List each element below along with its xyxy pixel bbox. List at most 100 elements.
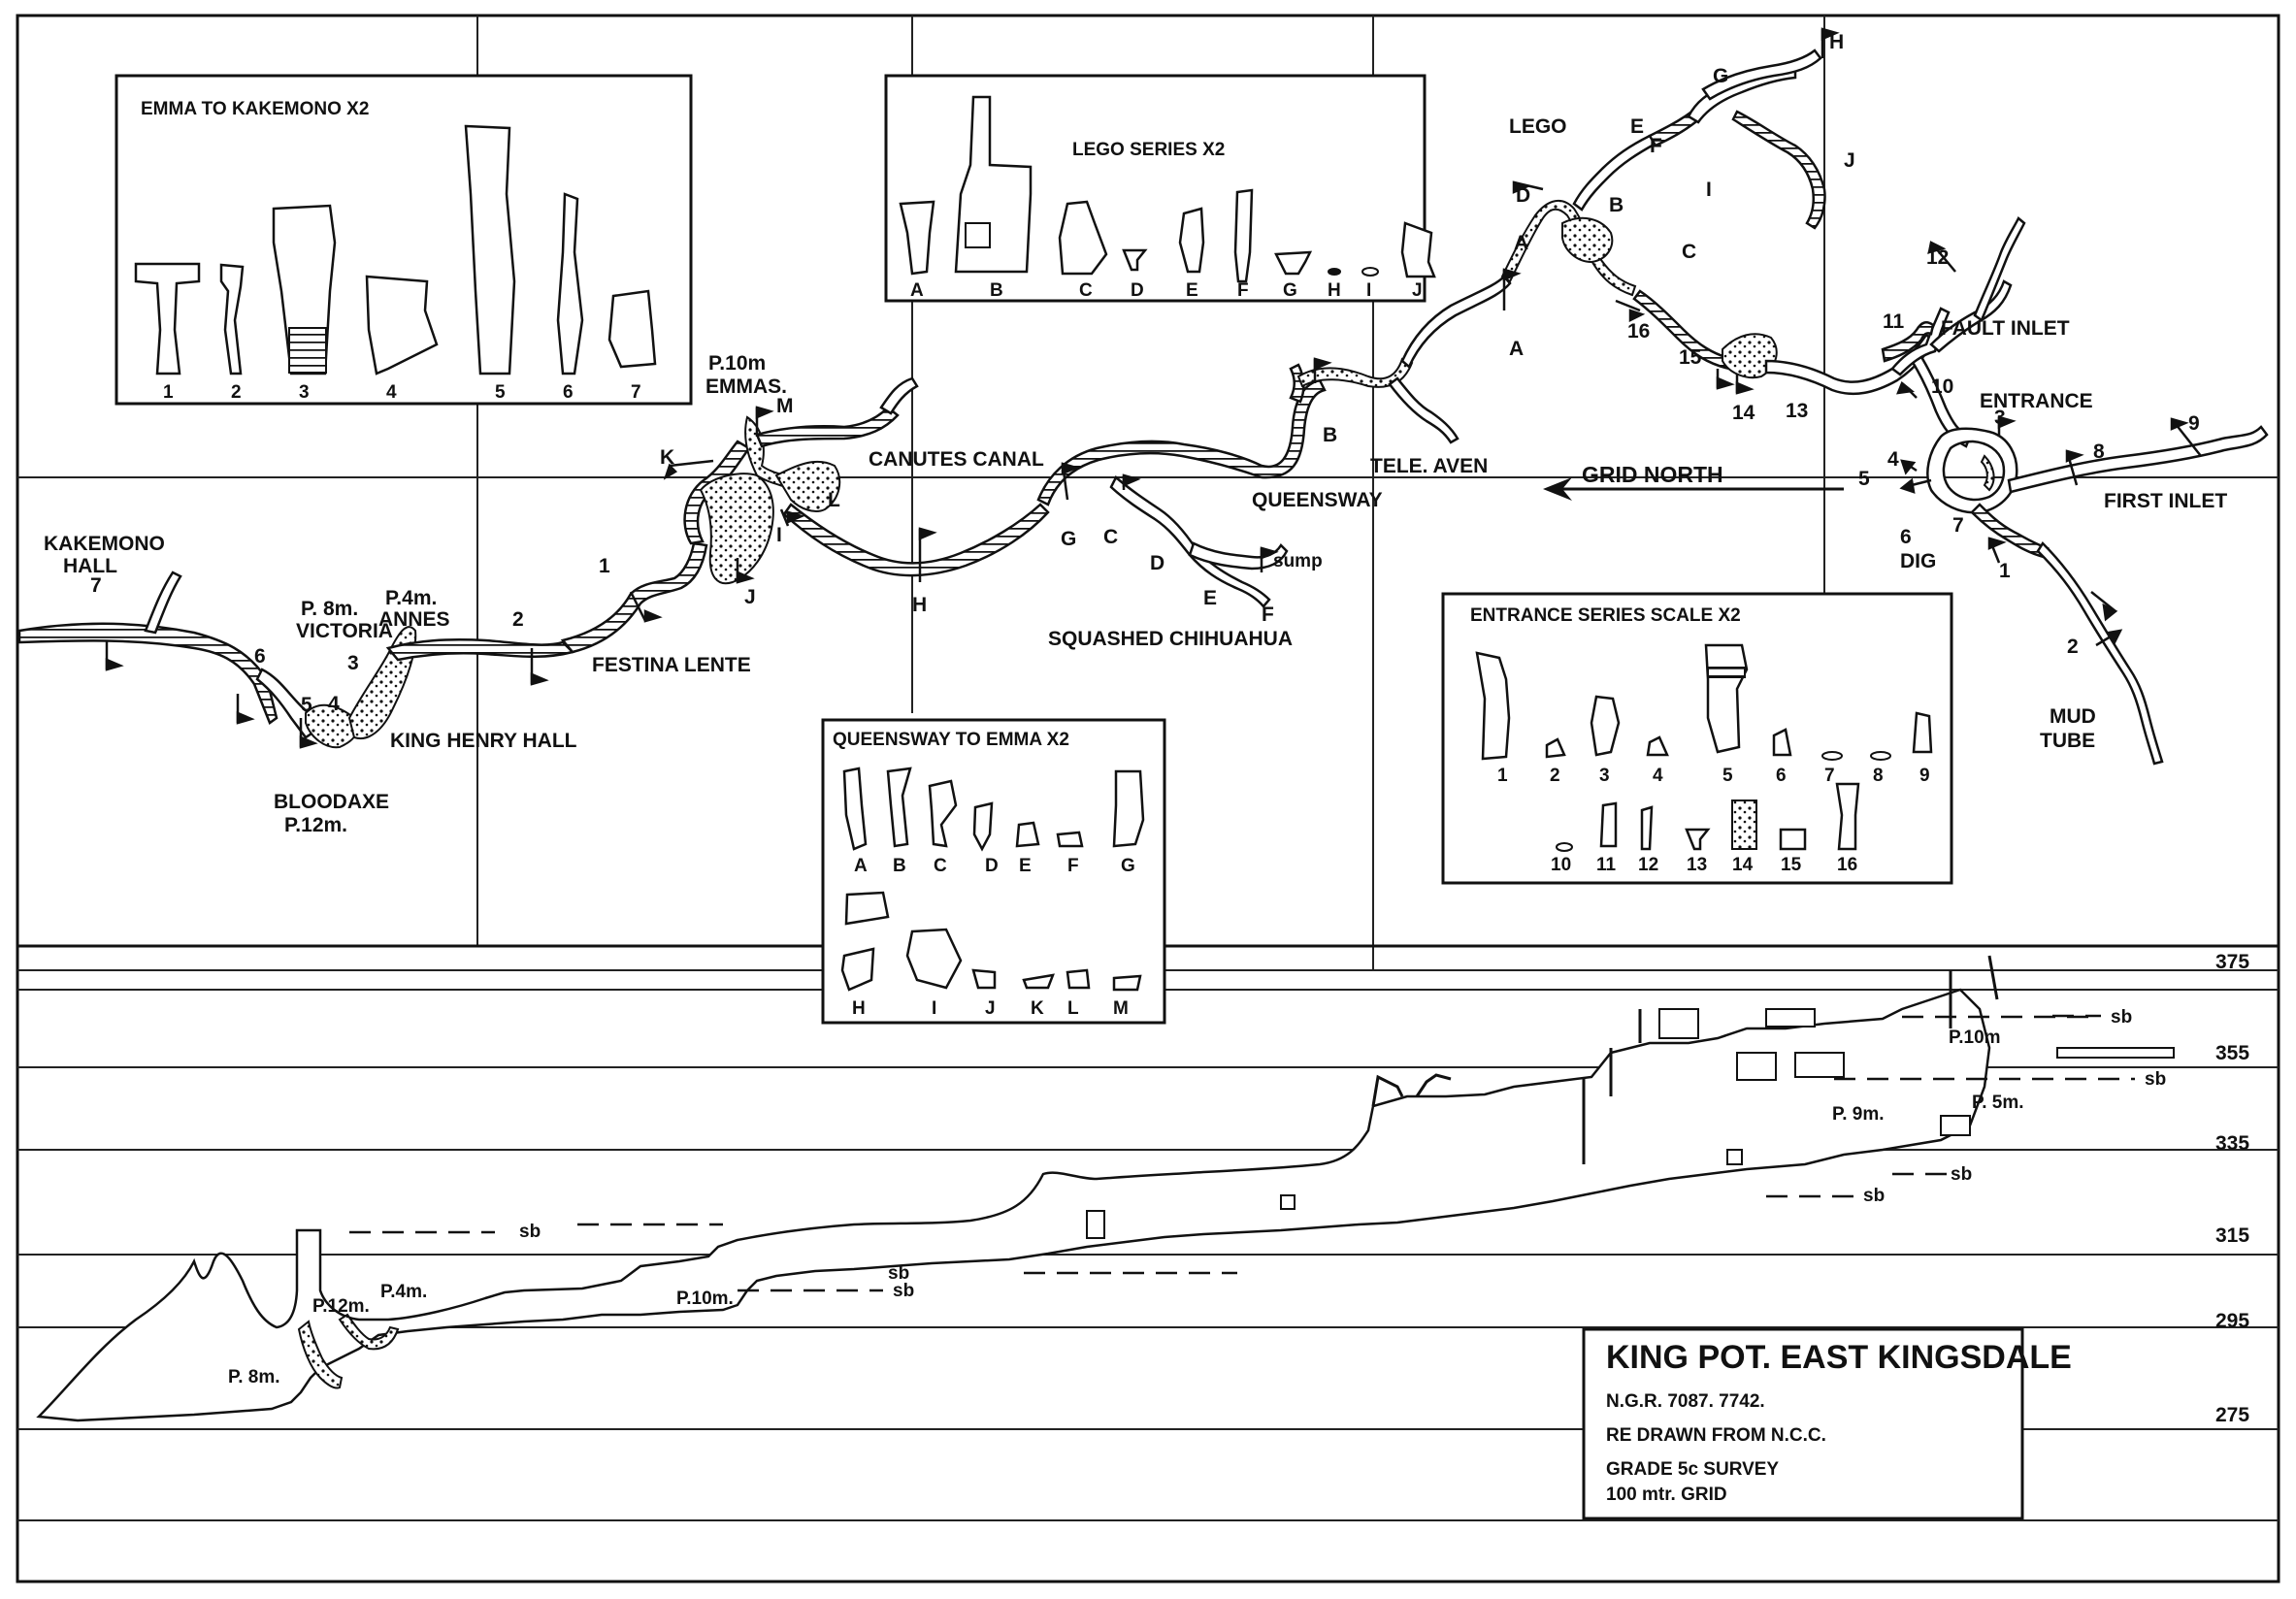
label-tube: TUBE [2040, 730, 2095, 752]
label-victoria-pitch: P. 8m. [301, 598, 358, 620]
emma-label-6: 6 [563, 382, 574, 403]
label-emmas: EMMAS. [705, 375, 787, 398]
lego-inset-e: E [1186, 280, 1198, 301]
station-11: 11 [1883, 310, 1905, 333]
ent-inset-1: 1 [1497, 766, 1508, 786]
lego-station-c: C [1682, 241, 1696, 263]
lego-inset-j: J [1412, 280, 1423, 301]
station-d: D [1150, 552, 1164, 574]
station-1-west: 1 [599, 555, 610, 577]
station-14: 14 [1732, 402, 1755, 424]
elevation-pitch-labels: P. 8m. P.12m. P.4m. P.10m. P. 9m. P. 5m.… [228, 1028, 2024, 1387]
ent-inset-10: 10 [1551, 855, 1571, 875]
label-sump: sump [1273, 551, 1323, 571]
inset-lego-series: LEGO SERIES X2 A B C D E F G H I J [884, 74, 1436, 303]
label-bloodaxe: BLOODAXE [274, 791, 389, 813]
title-grid: 100 mtr. GRID [1606, 1485, 1727, 1505]
lego-station-b: B [1609, 194, 1624, 216]
qw-inset-c: C [934, 856, 947, 876]
station-g: G [1061, 528, 1076, 550]
station-j: J [744, 586, 756, 608]
elev-pitch-12m: P.12m. [312, 1296, 370, 1317]
sheet-border [16, 14, 2280, 1583]
label-fault-inlet: FAULT INLET [1941, 317, 2070, 340]
inset-queensway-title: QUEENSWAY TO EMMA X2 [833, 730, 1069, 750]
label-victoria: VICTORIA [296, 620, 393, 642]
title-redrawn: RE DRAWN FROM N.C.C. [1606, 1425, 1826, 1446]
qw-inset-l: L [1067, 998, 1079, 1019]
level-355: 355 [2215, 1042, 2249, 1064]
entrance-station-7: 7 [1952, 514, 1964, 537]
station-k: K [660, 446, 674, 469]
elev-pitch-9m: P. 9m. [1832, 1104, 1885, 1125]
qw-inset-m: M [1113, 998, 1129, 1019]
ent-inset-12: 12 [1638, 855, 1658, 875]
lego-inset-h: H [1328, 280, 1341, 301]
inset-emma-to-kakemono: EMMA TO KAKEMONO X2 1 2 3 4 5 6 7 [115, 74, 693, 406]
station-a: A [1509, 338, 1524, 360]
elevation-sb-lines: sb sb sb sb sb sb sb [349, 1007, 2166, 1301]
level-375: 375 [2215, 951, 2249, 973]
level-275: 275 [2215, 1404, 2249, 1426]
lego-station-e: E [1630, 115, 1644, 138]
grid-north-label: GRID NORTH [1582, 462, 1723, 487]
qw-inset-j: J [985, 998, 996, 1019]
level-295: 295 [2215, 1310, 2249, 1332]
inset-emma-title: EMMA TO KAKEMONO X2 [141, 99, 369, 119]
emma-label-2: 2 [231, 382, 242, 403]
title-grade: GRADE 5c SURVEY [1606, 1459, 1779, 1480]
label-entrance: ENTRANCE [1980, 390, 2093, 412]
ent-inset-14: 14 [1732, 855, 1754, 875]
station-3-west: 3 [347, 652, 359, 674]
title-main: KING POT. EAST KINGSDALE [1606, 1339, 2072, 1376]
emma-label-7: 7 [631, 382, 641, 403]
ent-inset-5: 5 [1722, 766, 1733, 786]
sb-label-3: sb [888, 1263, 909, 1284]
sb-label-2: sb [893, 1281, 914, 1301]
station-e: E [1203, 587, 1217, 609]
inset-entrance-series: ENTRANCE SERIES SCALE X2 1 2 3 4 5 6 7 8… [1441, 592, 1953, 885]
plan-passage-main [17, 49, 2269, 766]
lego-inset-g: G [1283, 280, 1297, 301]
ent-inset-7: 7 [1824, 766, 1835, 786]
title-ngr: N.G.R. 7087. 7742. [1606, 1391, 1765, 1412]
label-dig: DIG [1900, 550, 1936, 572]
entrance-station-1: 1 [1999, 560, 2011, 582]
label-festina-lente: FESTINA LENTE [592, 654, 751, 676]
ent-inset-11: 11 [1596, 855, 1617, 875]
qw-inset-k: K [1031, 998, 1044, 1019]
station-4-west: 4 [328, 693, 340, 715]
label-kakemono: KAKEMONO [44, 533, 165, 555]
station-f: F [1262, 604, 1274, 626]
ent-inset-13: 13 [1687, 855, 1707, 875]
qw-inset-g: G [1121, 856, 1135, 876]
sb-label-5: sb [1951, 1164, 1972, 1185]
lego-station-d: D [1516, 184, 1530, 207]
sb-label-6: sb [2145, 1069, 2166, 1090]
sb-label-4: sb [1863, 1186, 1885, 1206]
qw-inset-i: I [932, 998, 936, 1019]
ent-inset-15: 15 [1781, 855, 1802, 875]
station-15: 15 [1679, 346, 1702, 369]
plan-station-flags [105, 27, 2202, 749]
qw-inset-b: B [893, 856, 906, 876]
station-2-west: 2 [512, 608, 524, 631]
grid-north-arrow: GRID NORTH [1543, 462, 1844, 501]
label-lego: LEGO [1509, 115, 1567, 138]
station-m: M [776, 395, 794, 417]
elev-pitch-4m: P.4m. [380, 1282, 427, 1302]
entrance-station-5: 5 [1858, 468, 1870, 490]
elev-pitch-10m: P.10m. [676, 1289, 734, 1309]
label-tele-aven: TELE. AVEN [1370, 455, 1488, 477]
entrance-station-9: 9 [2188, 412, 2200, 435]
label-squashed-chihuahua: SQUASHED CHIHUAHUA [1048, 628, 1293, 650]
lego-station-h: H [1829, 31, 1844, 53]
entrance-station-4: 4 [1887, 448, 1899, 471]
label-canutes-canal: CANUTES CANAL [869, 448, 1044, 471]
emma-label-5: 5 [495, 382, 506, 403]
elev-pitch-5m: P. 5m. [1972, 1093, 2024, 1113]
inset-entrance-title: ENTRANCE SERIES SCALE X2 [1470, 605, 1741, 626]
qw-inset-e: E [1019, 856, 1032, 876]
qw-inset-f: F [1067, 856, 1079, 876]
lego-station-a: A [1514, 232, 1528, 254]
